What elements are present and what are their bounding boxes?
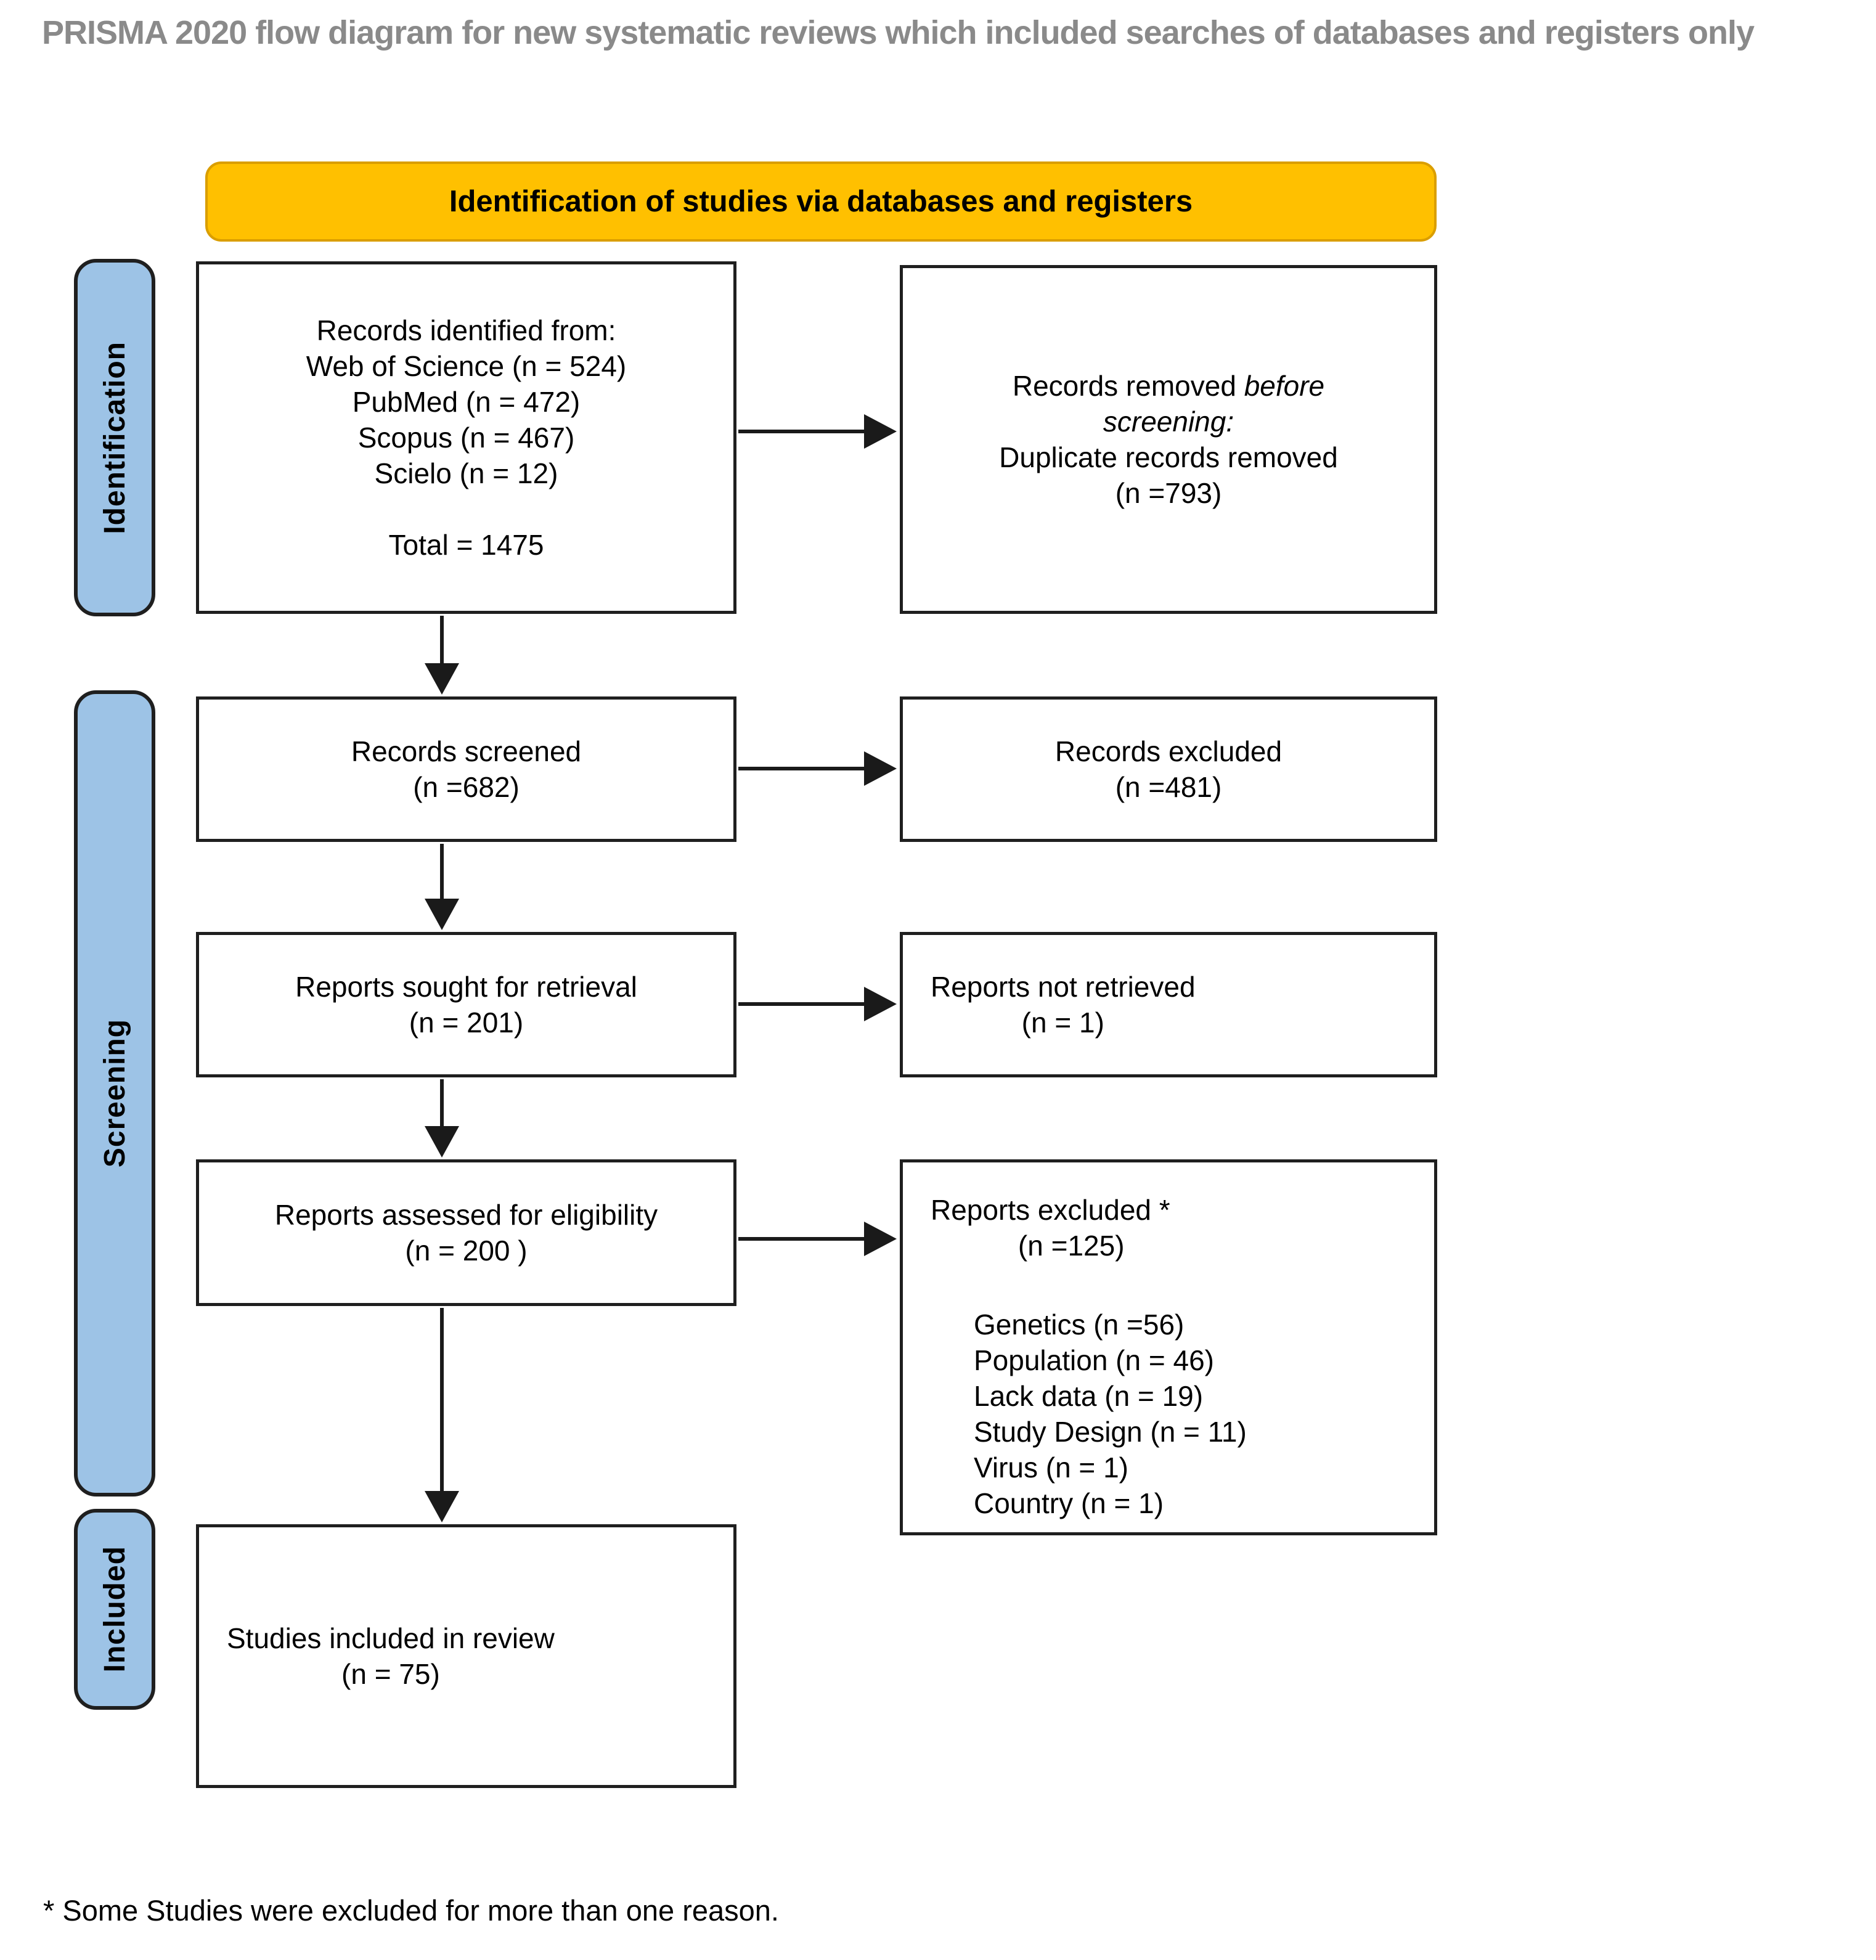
records-excluded-line1: Records excluded (1054, 735, 1283, 767)
arrow-screened-to-sought (425, 844, 459, 930)
records-identified-line: Web of Science (n = 524) (306, 350, 627, 382)
box-records-excluded: Records excluded (n =481) (900, 696, 1437, 842)
exclusion-reason: Lack data (n = 19) (974, 1380, 1204, 1412)
arrow-assessed-to-included (425, 1308, 459, 1522)
reports-assessed-line1: Reports assessed for eligibility (274, 1199, 658, 1231)
reports-not-retrieved-text: Reports not retrieved (n = 1) (931, 969, 1196, 1040)
footnote: * Some Studies were excluded for more th… (43, 1894, 779, 1927)
stage-bar-identification: Identification (74, 259, 155, 616)
studies-included-text: Studies included in review (n = 75) (227, 1620, 555, 1692)
exclusion-reason: Virus (n = 1) (974, 1452, 1128, 1484)
arrow-sought-to-not-retrieved (738, 987, 897, 1021)
records-removed-line1: Records removed before (1012, 370, 1325, 402)
reports-not-retrieved-line1: Reports not retrieved (931, 971, 1196, 1003)
page-title: PRISMA 2020 flow diagram for new systema… (42, 14, 1755, 51)
records-screened-line2: (n =682) (413, 771, 520, 803)
records-identified-line: Scielo (n = 12) (374, 457, 558, 489)
banner-identification-of-studies: Identification of studies via databases … (205, 161, 1437, 242)
box-records-removed-before-screening: Records removed before screening: Duplic… (900, 265, 1437, 614)
box-records-screened: Records screened (n =682) (196, 696, 736, 842)
records-identified-line: Records identified from: (316, 314, 616, 346)
reports-excluded-reasons: Genetics (n =56) Population (n = 46) Lac… (974, 1307, 1416, 1521)
exclusion-reason: Country (n = 1) (974, 1487, 1164, 1519)
records-removed-line3: Duplicate records removed (999, 441, 1338, 473)
records-excluded-line2: (n =481) (1115, 771, 1222, 803)
exclusion-reason: Population (n = 46) (974, 1344, 1214, 1376)
reports-sought-line2: (n = 201) (409, 1007, 524, 1039)
box-reports-sought: Reports sought for retrieval (n = 201) (196, 932, 736, 1077)
box-records-identified: Records identified from: Web of Science … (196, 261, 736, 614)
stage-bar-screening: Screening (74, 690, 155, 1497)
reports-excluded-line2: (n =125) (1018, 1230, 1125, 1262)
arrow-assessed-to-reports-excluded (738, 1222, 897, 1256)
records-identified-line: Scopus (n = 467) (357, 422, 575, 454)
arrow-identified-to-screened (425, 616, 459, 695)
box-reports-excluded: Reports excluded * (n =125) Genetics (n … (900, 1159, 1437, 1535)
box-reports-assessed: Reports assessed for eligibility (n = 20… (196, 1159, 736, 1306)
reports-assessed-line2: (n = 200 ) (405, 1235, 528, 1267)
arrow-sought-to-assessed (425, 1079, 459, 1158)
box-reports-not-retrieved: Reports not retrieved (n = 1) (900, 932, 1437, 1077)
reports-excluded-line1: Reports excluded * (931, 1194, 1170, 1226)
records-identified-line: PubMed (n = 472) (352, 386, 581, 418)
reports-sought-line1: Reports sought for retrieval (295, 971, 637, 1003)
box-studies-included: Studies included in review (n = 75) (196, 1524, 736, 1788)
stage-bar-included: Included (74, 1509, 155, 1710)
exclusion-reason: Study Design (n = 11) (974, 1416, 1247, 1448)
records-removed-line2: screening: (1103, 406, 1234, 438)
records-screened-line1: Records screened (351, 735, 582, 767)
records-removed-line4: (n =793) (1115, 477, 1222, 509)
reports-not-retrieved-line2: (n = 1) (1021, 1007, 1104, 1039)
studies-included-line2: (n = 75) (341, 1658, 440, 1690)
arrow-screened-to-excluded (738, 751, 897, 786)
studies-included-line1: Studies included in review (227, 1622, 555, 1654)
arrow-identified-to-removed (738, 414, 897, 449)
banner-label: Identification of studies via databases … (449, 185, 1193, 218)
exclusion-reason: Genetics (n =56) (974, 1309, 1185, 1341)
records-identified-total: Total = 1475 (388, 529, 544, 561)
